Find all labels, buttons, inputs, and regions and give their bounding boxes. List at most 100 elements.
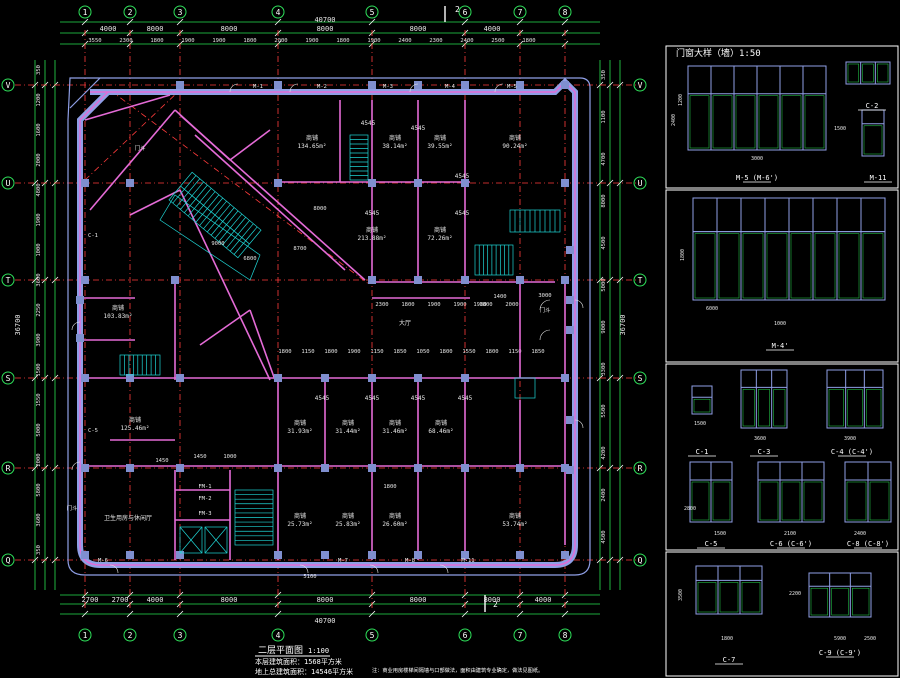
column-tag-8: 4545 bbox=[411, 395, 426, 402]
column-27 bbox=[461, 374, 469, 382]
dim-low-10: 1800 bbox=[485, 349, 498, 355]
overall-height-right: 36700 bbox=[619, 314, 627, 335]
dim-tick-x-7-0 bbox=[561, 18, 569, 26]
axis-bubble-top-8 bbox=[558, 5, 572, 19]
window-m4-sash bbox=[694, 233, 716, 299]
dim-tick-y-3-0 bbox=[31, 374, 39, 382]
schedule-item-6: C-3 bbox=[758, 448, 771, 456]
dim-tick-x-0-5 bbox=[81, 610, 89, 618]
elevator-b bbox=[204, 526, 228, 554]
dim-top-2: 8000 bbox=[147, 25, 164, 33]
dim-left-13: 5000 bbox=[36, 423, 42, 436]
axis-bubble-bottom-5 bbox=[365, 628, 379, 642]
axis-bubble-left-R bbox=[1, 461, 15, 475]
window-m5-sash bbox=[712, 95, 733, 149]
overall-height-left: 36700 bbox=[14, 314, 22, 335]
window-c1-sash bbox=[693, 398, 711, 413]
column-34 bbox=[368, 464, 376, 472]
window-c1 bbox=[691, 385, 713, 415]
axis-bubble-left-S bbox=[1, 371, 15, 385]
window-m4-sash bbox=[814, 233, 836, 299]
schedule-item-12: C-9 (C-9') bbox=[819, 649, 861, 657]
column-41 bbox=[176, 551, 184, 559]
column-46 bbox=[461, 551, 469, 559]
column-tag-1: 4545 bbox=[361, 120, 376, 127]
room-7-name: 商铺 bbox=[112, 304, 124, 312]
door-swings bbox=[71, 83, 584, 574]
dim-top2-1: 3550 bbox=[88, 38, 101, 44]
column-9 bbox=[274, 179, 282, 187]
dim-low-6: 1850 bbox=[393, 349, 406, 355]
axis-label-bottom-2: 2 bbox=[128, 631, 133, 640]
axis-label-top-7: 7 bbox=[518, 8, 523, 17]
axis-label-top-1: 1 bbox=[83, 8, 88, 17]
overall-width-bottom: 40700 bbox=[314, 617, 335, 625]
room-6-area: 72.26m² bbox=[427, 235, 452, 242]
door-tag-11: FM-2 bbox=[198, 496, 211, 502]
interior-walls bbox=[80, 94, 566, 560]
dim-top-5: 8000 bbox=[410, 25, 427, 33]
dim-left-16: 3600 bbox=[36, 513, 42, 526]
dim-left-10: 3900 bbox=[36, 333, 42, 346]
axis-bubble-top-4 bbox=[271, 5, 285, 19]
room-15-area: 25.83m² bbox=[335, 521, 360, 528]
column-tag-6: 4545 bbox=[315, 395, 330, 402]
schedule-item-3: C-2 bbox=[866, 102, 879, 110]
schedule-dim-18: 5900 bbox=[834, 636, 846, 642]
dim-right-1: 350 bbox=[601, 70, 607, 80]
schedule-dim-19: 2500 bbox=[864, 636, 876, 642]
axis-bubble-bottom-3 bbox=[173, 628, 187, 642]
window-c7-frame bbox=[695, 565, 763, 615]
schedule-item-8: C-5 bbox=[705, 540, 718, 548]
dim-low-4: 1900 bbox=[347, 349, 360, 355]
dim-mid-6: 2000 bbox=[505, 302, 518, 308]
window-c9-sash bbox=[810, 587, 828, 616]
window-c6-sash bbox=[803, 481, 823, 521]
dim-tick-x-0-0 bbox=[81, 18, 89, 26]
misc-tag-3: 门斗 bbox=[66, 504, 78, 512]
window-m5-sash bbox=[758, 95, 779, 149]
dim-top2-11: 2400 bbox=[398, 38, 411, 44]
dim-left-4: 2000 bbox=[36, 153, 42, 166]
room-14-area: 25.73m² bbox=[287, 521, 312, 528]
dim-tick-x-1-5 bbox=[126, 610, 134, 618]
window-m11-sash bbox=[862, 63, 874, 83]
axis-bubble-left-Q bbox=[1, 553, 15, 567]
column-28 bbox=[561, 374, 569, 382]
door-tag-7: M-7 bbox=[338, 558, 348, 564]
misc-tag-12: 1450 bbox=[155, 458, 168, 464]
misc-tag-6: 8700 bbox=[293, 246, 306, 252]
schedule-panel-4 bbox=[665, 551, 899, 677]
window-c9-sash bbox=[831, 587, 849, 616]
dim-mid-5: 1800 bbox=[479, 302, 492, 308]
dim-tick-x-2-0 bbox=[176, 18, 184, 26]
schedule-item-1: M-5 (M-6') bbox=[736, 174, 778, 182]
stair-e bbox=[234, 489, 274, 546]
window-c4-frame bbox=[826, 369, 884, 429]
dim-tick-x-6-0 bbox=[516, 18, 524, 26]
door-tag-14: C-5 bbox=[88, 428, 98, 434]
column-35 bbox=[414, 464, 422, 472]
schedule-panel-1 bbox=[665, 45, 899, 189]
dim-left-12: 1550 bbox=[36, 393, 42, 406]
dim-top2-7: 2000 bbox=[274, 38, 287, 44]
window-m11-frame bbox=[845, 61, 891, 85]
dim-mid-1: 2300 bbox=[375, 302, 388, 308]
column-16 bbox=[414, 276, 422, 284]
stair-a bbox=[349, 134, 369, 181]
column-26 bbox=[414, 374, 422, 382]
schedule-dim-2: 2400 bbox=[671, 114, 677, 126]
door-tag-3: M-3 bbox=[383, 84, 393, 90]
misc-tag-9: 1450 bbox=[193, 454, 206, 460]
column-19 bbox=[561, 276, 569, 284]
dim-low-7: 1050 bbox=[416, 349, 429, 355]
floor-area-text: 本层建筑面积：1568平方米 bbox=[255, 657, 342, 666]
dim-top2-12: 2300 bbox=[429, 38, 442, 44]
window-c3-sash bbox=[758, 389, 770, 427]
dim-low-11: 1150 bbox=[508, 349, 521, 355]
room-4-area: 90.24m² bbox=[502, 143, 527, 150]
column-tag-5: 4545 bbox=[455, 210, 470, 217]
